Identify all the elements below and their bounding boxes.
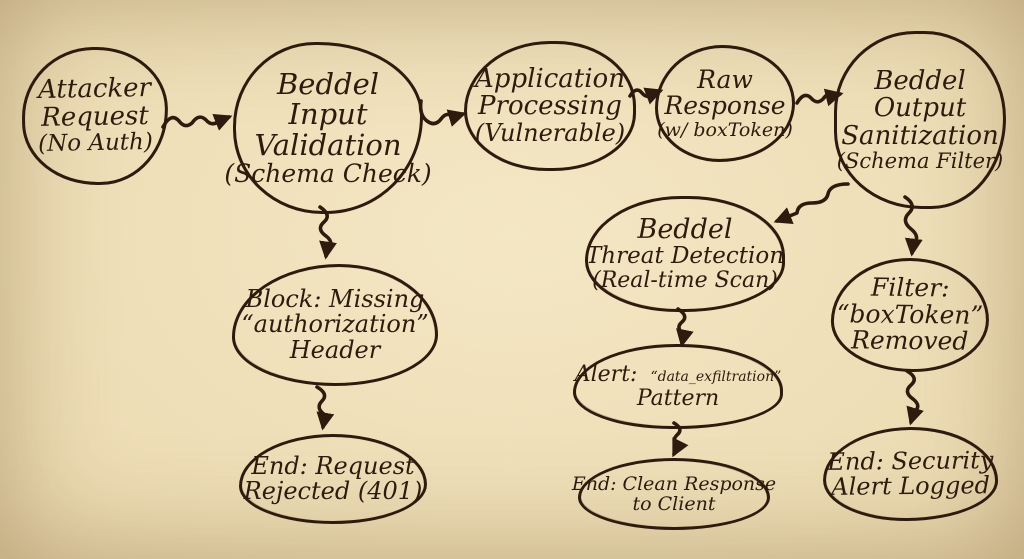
node-text-line: Validation — [254, 128, 402, 163]
node-text-line: Raw — [697, 64, 753, 94]
node-caption: (Schema Filter) — [836, 149, 1004, 174]
node-end-request-rejected: End: Request Rejected (401) — [239, 434, 427, 524]
arrow-output-sanitization-to-threat-detection — [773, 182, 850, 225]
node-text-line: Processing — [478, 91, 622, 122]
node-text-line: Application — [475, 63, 625, 94]
node-text-line: to Client — [632, 493, 716, 515]
node-text-line: Pattern — [636, 385, 720, 411]
node-end-clean-response: End: Clean Response to Client — [572, 458, 776, 530]
node-text-line: Input — [288, 97, 368, 132]
node-text-line: Alert Logged — [831, 471, 991, 501]
node-caption: (Vulnerable) — [474, 118, 626, 147]
node-attacker-request: Attacker Request (No Auth) — [20, 45, 170, 187]
node-caption: (Real-time Scan) — [592, 267, 778, 293]
node-beddel-input-validation: Beddel Input Validation (Schema Check) — [224, 42, 432, 214]
node-text-line: Header — [289, 335, 381, 364]
node-end-security-alert-logged: End: Security Alert Logged — [822, 426, 999, 522]
node-text-line: End: Clean Response — [571, 472, 777, 495]
node-caption: (No Auth) — [37, 129, 154, 158]
alert-pattern-name: “data_exfiltration” — [650, 369, 782, 386]
arrow-filter-to-end-security — [905, 369, 924, 426]
node-caption: (w/ boxToken) — [657, 118, 793, 141]
node-text-line: “authorization” — [241, 310, 429, 339]
arrow-block-to-end-rejected — [315, 385, 335, 431]
arrow-input-validation-to-block — [318, 205, 337, 260]
node-text-line: Beddel — [874, 65, 966, 96]
node-beddel-threat-detection: Beddel Threat Detection (Real-time Scan) — [585, 196, 785, 312]
node-text-line: Threat Detection — [585, 243, 785, 270]
node-text-line: Response — [664, 91, 786, 121]
node-block-missing-authorization: Block: Missing “authorization” Header — [232, 264, 438, 386]
node-text-line: Beddel — [276, 66, 380, 101]
node-application-processing: Application Processing (Vulnerable) — [464, 41, 636, 171]
node-text-line: Output — [873, 93, 967, 124]
node-text-line: End: Request — [251, 451, 415, 480]
arrow-threat-detection-to-alert — [675, 307, 694, 348]
node-alert-data-exfiltration: Alert: “data_exfiltration” Pattern — [573, 344, 783, 429]
node-text-line: Rejected (401) — [243, 477, 423, 505]
node-text-line: Beddel — [637, 213, 733, 245]
node-beddel-output-sanitization: Beddel Output Sanitization (Schema Filte… — [834, 31, 1006, 209]
node-raw-response: Raw Response (w/ boxToken) — [655, 45, 795, 162]
arrow-input-validation-to-application — [418, 99, 467, 127]
node-text-line: Request — [40, 100, 150, 133]
node-text-line: Alert: “data_exfiltration” — [575, 363, 782, 386]
node-text-line: Sanitization — [841, 120, 999, 151]
node-text-line: Removed — [850, 325, 969, 356]
alert-label: Alert: — [574, 362, 638, 388]
node-filter-boxtoken-removed: Filter: “boxToken” Removed — [830, 257, 990, 373]
arrow-attacker-to-input-validation — [161, 113, 233, 131]
node-text-line: Block: Missing — [245, 284, 425, 313]
node-caption: (Schema Check) — [224, 158, 432, 188]
node-text-line: Filter: — [870, 272, 950, 303]
